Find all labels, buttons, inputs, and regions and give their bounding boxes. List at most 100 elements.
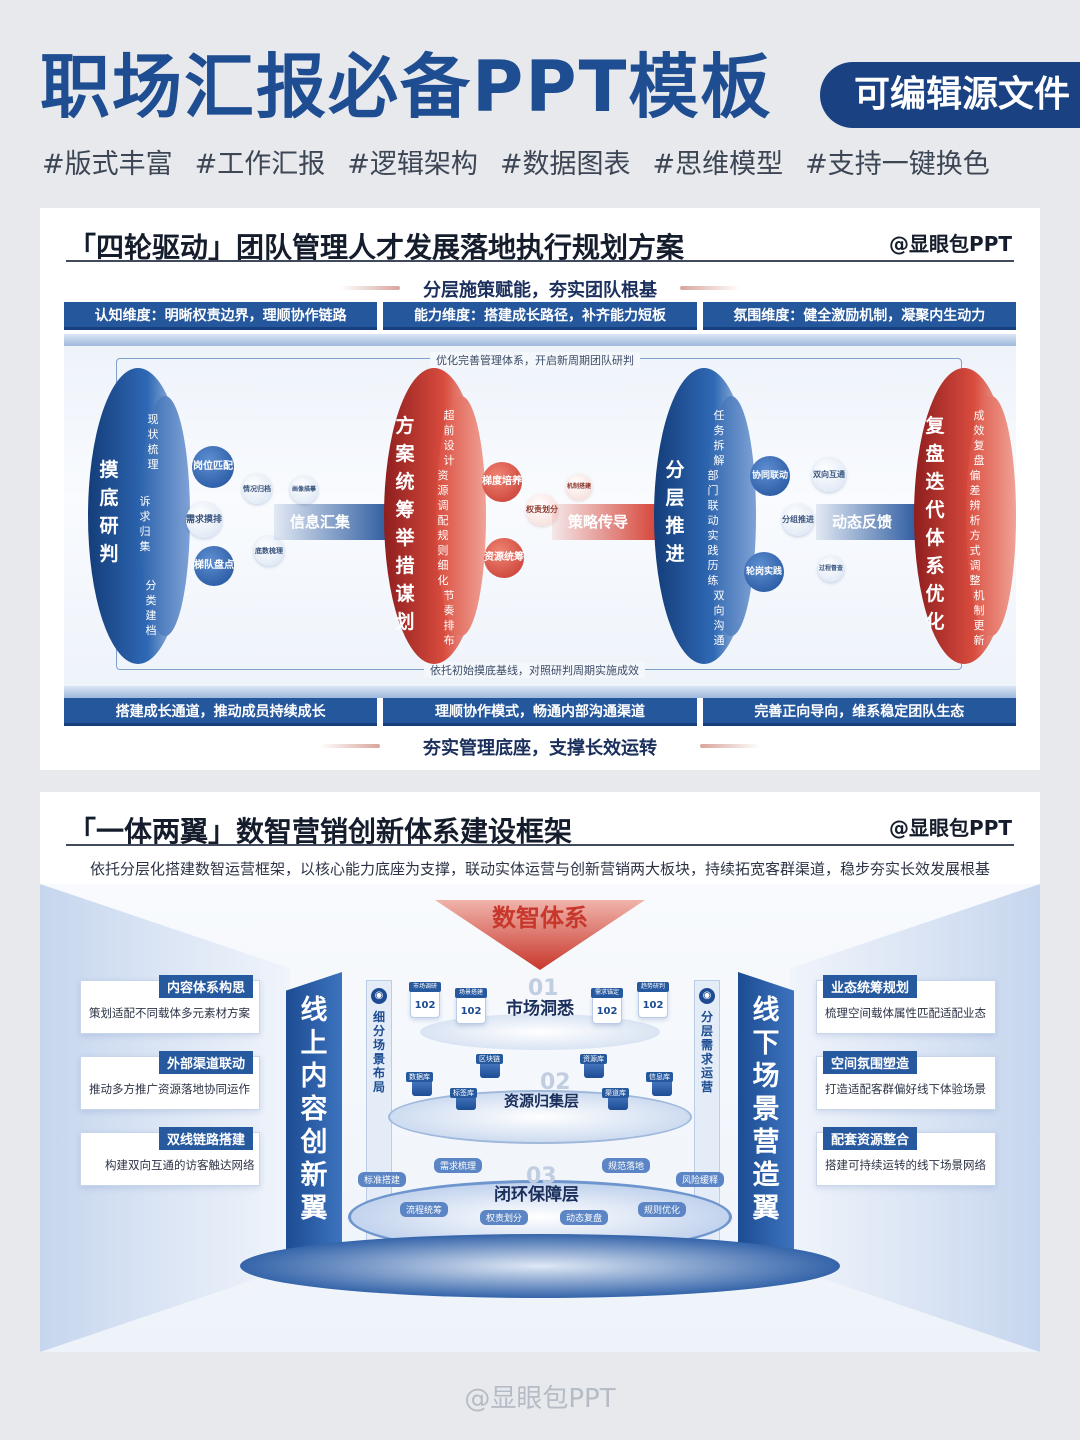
process-tag: 动态复盘 — [560, 1210, 609, 1225]
node-bubble: 过程督查 — [818, 556, 844, 582]
framework-stage: 内容体系构思 策划适配不同载体多元素材方案 外部渠道联动 推动多方推广资源落地协… — [40, 884, 1040, 1352]
chip-tag: 市场调研 — [409, 982, 441, 992]
decor-dash — [320, 744, 380, 748]
wheel-inner — [966, 396, 1016, 636]
item-desc: 策划适配不同载体多元素材方案 — [89, 1006, 250, 1020]
bottom-bar: 搭建成长通道，推动成员持续成长 — [64, 698, 378, 726]
wheel-title: 摸底研判 — [99, 459, 119, 565]
node-bubble: 资源统筹 — [484, 538, 524, 578]
top-bar: 认知维度：明晰权责边界，理顺协作链路 — [64, 302, 378, 330]
tier-number: 03 — [526, 1164, 557, 1189]
top-rail — [64, 334, 1016, 346]
node-bubble: 双向互通 — [812, 458, 846, 492]
item-desc: 推动多方推广资源落地协同运作 — [89, 1082, 250, 1096]
wheel-title: 方案统筹举措谋划 — [395, 415, 415, 633]
tag: #支持一键换色 — [805, 149, 990, 180]
process-tag: 权责划分 — [480, 1210, 529, 1225]
online-wing-pillar — [286, 972, 342, 1282]
slide-preview-one-body-two-wings: 「一体两翼」数智营销创新体系建设框架 @显眼包PPT 依托分层化搭建数智运营框架… — [40, 792, 1040, 1352]
title-divider — [66, 260, 1014, 262]
watermark: @显眼包PPT — [464, 1384, 616, 1414]
loop-note-bottom: 依托初始摸底基线，对照研判周期实施成效 — [424, 662, 645, 678]
tier-number: 02 — [540, 1070, 571, 1095]
bottom-bars: 搭建成长通道，推动成员持续成长 理顺协作模式，畅通内部沟通渠道 完善正向导向，维… — [64, 698, 1016, 726]
wheel-sub-label: 成效复盘 — [973, 409, 985, 467]
flow-arrow-collect: 信息汇集 — [274, 498, 414, 546]
node-tag: 标签库 — [450, 1088, 477, 1098]
offline-wing-text: 线下场景营造翼 — [752, 995, 780, 1224]
item-title: 外部渠道联动 — [158, 1051, 253, 1074]
process-tag: 流程统筹 — [400, 1202, 449, 1217]
wheel-sub-label: 任务拆解 — [713, 409, 725, 467]
offline-item-card: 业态统筹规划 梳理空间载体属性匹配适配业态 — [816, 975, 996, 1034]
item-desc: 梳理空间载体属性匹配适配业态 — [825, 1006, 986, 1020]
node-bubble: 情况归档 — [242, 474, 272, 504]
database-icon — [412, 1078, 432, 1096]
tier-number: 01 — [528, 976, 559, 1001]
wheel-sub-label: 偏差辨析 — [969, 469, 981, 527]
offline-item-card: 配套资源整合 搭建可持续运转的线下场景网络 — [816, 1127, 996, 1186]
slide-brand: @显眼包PPT — [889, 816, 1012, 840]
compass-icon: ◉ — [699, 988, 715, 1004]
offline-item-card: 空间氛围塑造 打造适配客群偏好线下体验场景 — [816, 1051, 996, 1110]
slide-brand: @显眼包PPT — [889, 232, 1012, 256]
item-title: 配套资源整合 — [823, 1127, 918, 1150]
online-item-card: 双线链路搭建 构建双向互通的访客触达网络 — [80, 1127, 260, 1186]
chip-value: 102 — [414, 1000, 436, 1011]
tier-disc — [388, 1090, 692, 1144]
process-tag: 规则优化 — [638, 1202, 687, 1217]
node-bubble: 需求摸排 — [186, 502, 222, 538]
right-wall — [790, 884, 1040, 1352]
title-divider — [66, 844, 1014, 846]
wheel-sub-label: 资源调配 — [437, 469, 449, 527]
wheel-sub-label: 分类建档 — [145, 579, 157, 637]
node-bubble: 协同联动 — [750, 456, 790, 496]
node-tag: 数据库 — [406, 1072, 433, 1082]
tag: #数据图表 — [499, 149, 631, 180]
bottom-rail — [64, 686, 1016, 698]
bottom-bar: 完善正向导向，维系稳定团队生态 — [702, 698, 1016, 726]
bottom-heading: 夯实管理底座，支撑长效运转 — [423, 738, 657, 759]
offline-wing-label: 线下场景营造翼 — [738, 994, 794, 1225]
wheel-title: 复盘迭代体系优化 — [925, 415, 945, 633]
top-bars: 认知维度：明晰权责边界，理顺协作链路 能力维度：搭建成长路径，补齐能力短板 氛围… — [64, 302, 1016, 330]
slide-title: 「四轮驱动」团队管理人才发展落地执行规划方案 — [68, 231, 685, 264]
chip-value: 102 — [460, 1006, 482, 1017]
node-bubble: 梯度培养 — [482, 462, 522, 502]
top-heading: 分层施策赋能，夯实团队根基 — [423, 280, 657, 301]
node-bubble: 底数梳理 — [254, 536, 284, 566]
node-bubble: 分组推进 — [782, 504, 814, 536]
tier-label: 闭环保障层 — [494, 1185, 579, 1205]
tier-label: 市场洞悉 — [506, 999, 574, 1019]
item-title: 空间氛围塑造 — [823, 1051, 918, 1074]
item-desc: 搭建可持续运转的线下场景网络 — [825, 1158, 986, 1172]
online-wing-text: 线上内容创新翼 — [300, 995, 328, 1224]
node-tag: 区块链 — [476, 1054, 503, 1064]
decor-dash — [680, 286, 740, 290]
wheel-sub-label: 诉求归集 — [139, 495, 151, 553]
wheel-sub-label: 机制更新 — [973, 589, 985, 647]
wheel-sub-label: 部门联动 — [707, 469, 719, 527]
item-title: 内容体系构思 — [158, 975, 253, 998]
node-tag: 资源库 — [580, 1054, 607, 1064]
slide-title: 「一体两翼」数智营销创新体系建设框架 — [68, 815, 573, 848]
metric-chip: 市场调研 102 — [409, 982, 441, 1018]
flow-arrow-transmit: 策略传导 — [552, 498, 676, 546]
blockchain-icon — [480, 1060, 500, 1078]
core-label: 数智体系 — [492, 904, 588, 932]
top-bar: 氛围维度：健全激励机制，凝聚内生动力 — [702, 302, 1016, 330]
item-title: 业态统筹规划 — [823, 975, 918, 998]
page-title: 职场汇报必备PPT模板 — [40, 46, 773, 128]
process-tag: 风险缓释 — [676, 1172, 725, 1187]
tag: #思维模型 — [652, 149, 784, 180]
slide-preview-four-wheel: 「四轮驱动」团队管理人才发展落地执行规划方案 @显眼包PPT 分层施策赋能，夯实… — [40, 208, 1040, 770]
bottom-bar: 理顺协作模式，畅通内部沟通渠道 — [383, 698, 697, 726]
top-bar: 能力维度：搭建成长路径，补齐能力短板 — [383, 302, 697, 330]
chip-value: 102 — [596, 1006, 618, 1017]
wheel-sub-label: 节奏排布 — [443, 589, 455, 647]
wheel-sub-label: 超前设计 — [443, 409, 455, 467]
tag-list: #版式丰富 #工作汇报 #逻辑架构 #数据图表 #思维模型 #支持一键换色 — [42, 142, 990, 181]
wheel-inner — [706, 396, 756, 636]
